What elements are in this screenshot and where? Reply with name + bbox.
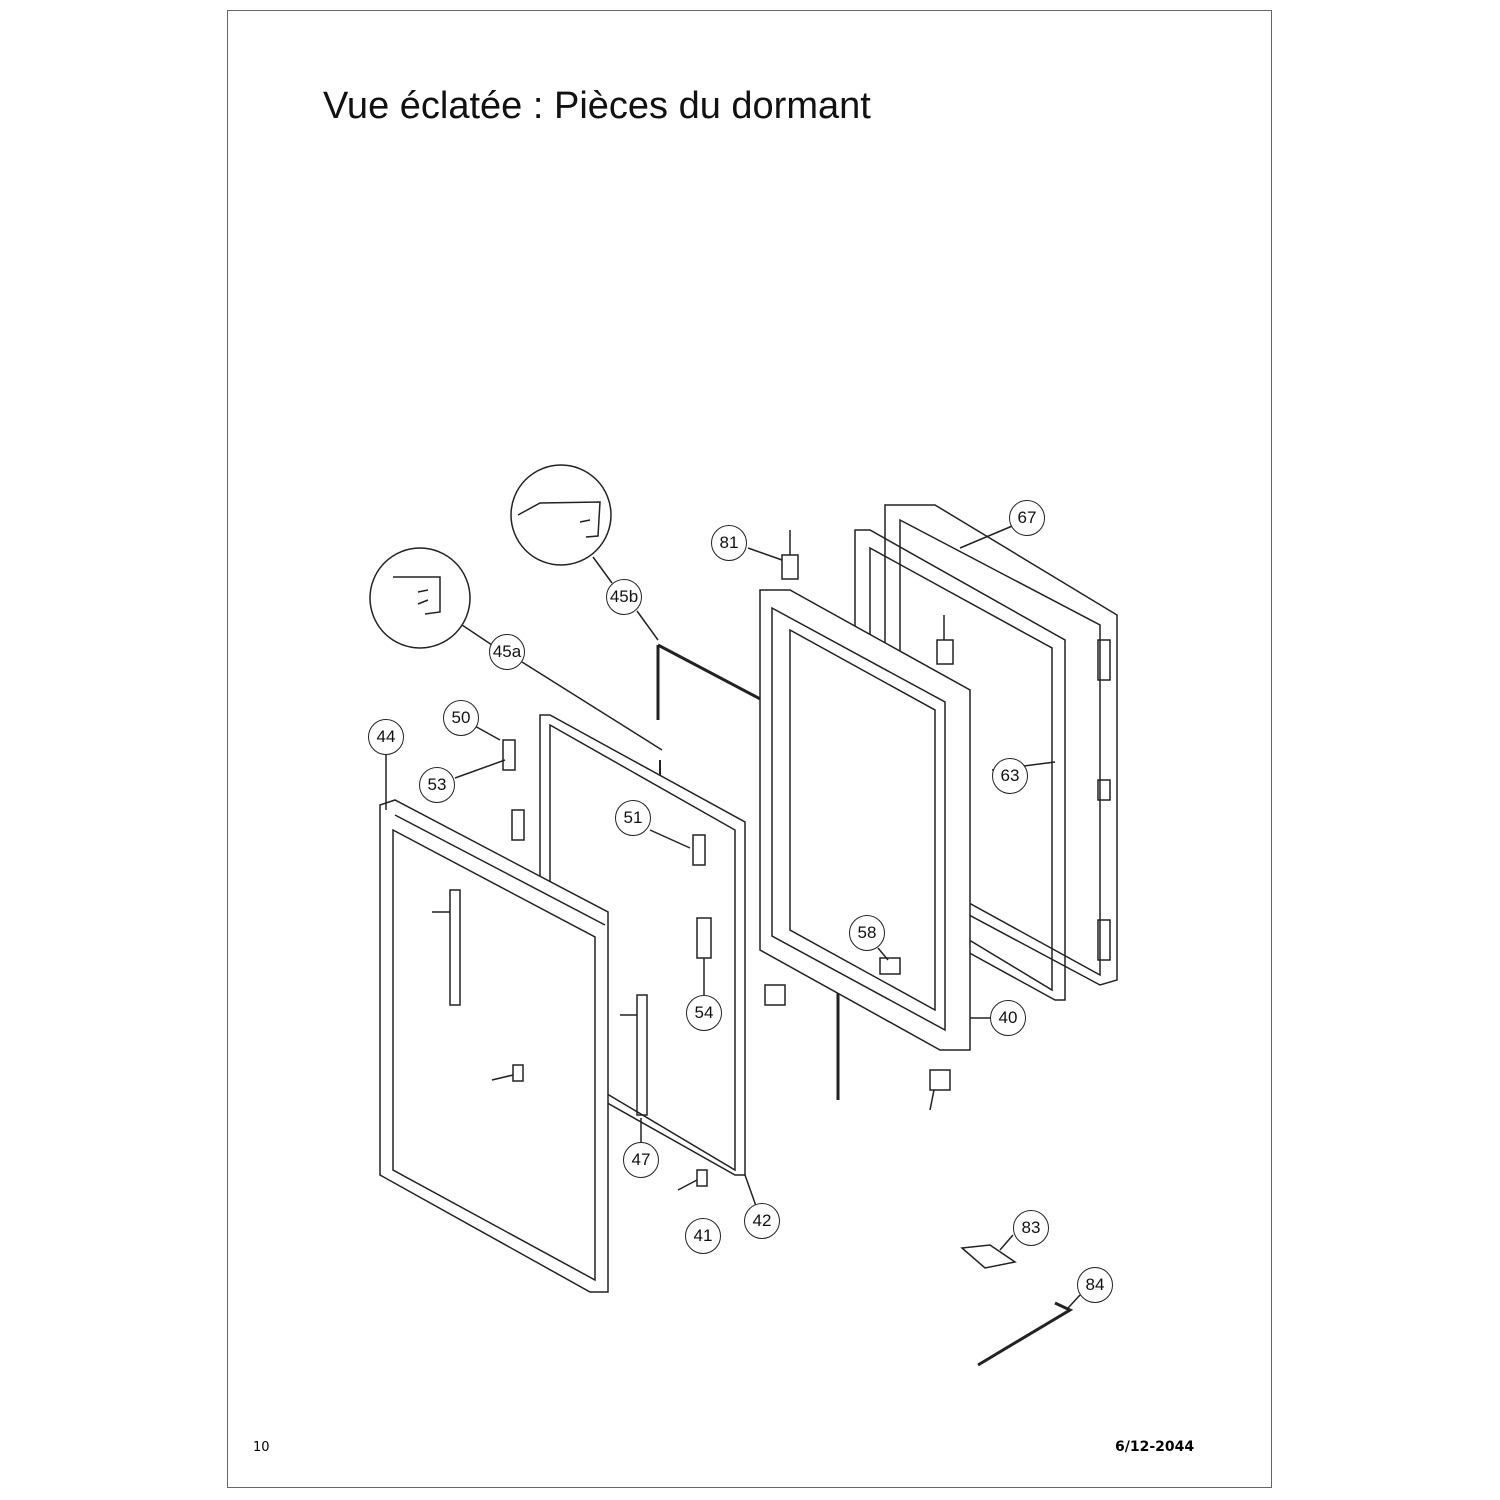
page-title: Vue éclatée : Pièces du dormant [323,85,871,127]
callout-84: 84 [1077,1267,1113,1303]
callout-54: 54 [686,995,722,1031]
frame-40 [759,589,990,1051]
shims-83 [960,1234,1017,1269]
page-border [227,10,1272,1488]
callout-40: 40 [990,1000,1026,1036]
callout-47: 47 [623,1142,659,1178]
document-reference: 6/12-2044 [1115,1439,1195,1455]
part-58 [877,947,901,975]
callout-63: 63 [992,758,1028,794]
callout-67: 67 [1009,500,1045,536]
hinge-upper [936,615,954,665]
callout-83: 83 [1013,1210,1049,1246]
key-84 [977,1294,1081,1367]
callout-81: 81 [711,525,747,561]
callout-45a: 45a [489,634,525,670]
page-number: 10 [253,1440,270,1455]
callout-44: 44 [368,719,404,755]
locking-parts [432,724,712,1191]
seal-45b-detail [510,464,659,641]
hinge-81 [747,530,799,580]
frame-44 [379,755,609,1293]
hinge-lower [764,984,951,1111]
callout-45b: 45b [606,579,642,615]
callout-50: 50 [443,700,479,736]
callout-42: 42 [744,1203,780,1239]
callout-41: 41 [685,1218,721,1254]
callout-51: 51 [615,800,651,836]
seal-45a-detail [369,547,663,751]
callout-58: 58 [849,915,885,951]
callout-53: 53 [419,767,455,803]
